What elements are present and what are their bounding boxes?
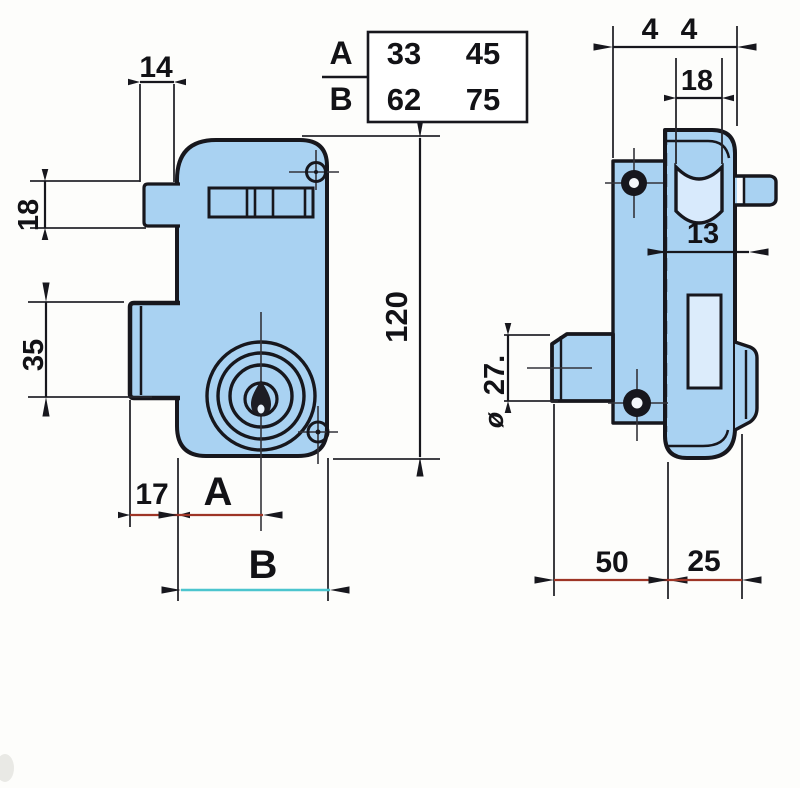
scan-smudge — [0, 754, 14, 782]
size-table: A 33 45 B 62 75 — [322, 30, 529, 124]
dim-width-label: B — [249, 543, 278, 587]
dim-center-offset: 13 — [647, 218, 769, 256]
dim-body-height: 120 — [302, 118, 440, 477]
table-row-a-value-1: 33 — [387, 36, 421, 71]
lock-body — [175, 138, 329, 458]
table-row-a-label: A — [329, 35, 352, 71]
dim-body-depth-label: 50 — [595, 546, 628, 579]
dim-deadbolt-height: 35 — [18, 282, 152, 417]
keyhole-highlight — [257, 404, 265, 414]
keyhole-flame — [251, 380, 271, 416]
dim-backset-label: A — [204, 470, 233, 514]
case-top-fold-line — [665, 139, 731, 159]
dim-follower-width: 18 — [664, 58, 734, 164]
dim-bolt-offset-label: 17 — [135, 478, 168, 511]
dim-top-width: 14 — [128, 51, 186, 182]
screw-top-side — [605, 148, 663, 218]
dim-body-width: B — [161, 458, 350, 601]
latch-bolt-side — [735, 174, 778, 207]
table-row-b-label: B — [329, 81, 352, 117]
dim-follower-width-label: 18 — [681, 65, 713, 97]
dim-latch-height: 18 — [13, 169, 146, 240]
latch-slot-dividers — [245, 189, 307, 216]
screw-bottom-front — [298, 406, 338, 464]
front-view: 14 18 35 17 A B — [13, 51, 440, 601]
table-row-a-value-2: 45 — [466, 36, 500, 71]
screw-top-front — [289, 150, 339, 190]
table-row-b-value-2: 75 — [466, 82, 500, 117]
side-view: 4 4 18 13 27. ø — [479, 13, 778, 599]
keyway-slot — [686, 293, 723, 390]
diameter-symbol: ø — [479, 411, 509, 428]
deadbolt-front — [127, 300, 180, 401]
dim-deadbolt-height-label: 35 — [18, 339, 50, 371]
dim-cylinder-diameter: 27. ø — [479, 323, 558, 428]
dim-bottom-depths: 50 25 — [534, 404, 762, 599]
latch-slot-window — [207, 186, 315, 219]
dim-offset-backset: 17 A — [118, 400, 283, 601]
dim-top-width-label: 14 — [139, 51, 173, 84]
follower-spool — [674, 162, 724, 225]
latch-bolt-front — [142, 182, 180, 228]
deadbolt-housing-side — [734, 340, 759, 432]
size-table-box — [366, 30, 529, 124]
dim-latch-height-label: 18 — [13, 199, 45, 231]
dim-cylinder-diameter-label: 27. — [479, 355, 511, 395]
dim-center-offset-label: 13 — [687, 218, 719, 250]
dim-height-label: 120 — [379, 291, 414, 343]
dim-bolt-throw-label: 25 — [687, 545, 720, 578]
case-bottom-fold-line — [665, 429, 730, 448]
dim-total-depth-label: 4 4 — [642, 13, 705, 46]
screw-bottom-side — [608, 369, 668, 441]
dim-total-depth: 4 4 — [593, 13, 757, 158]
table-row-b-value-1: 62 — [387, 82, 421, 117]
